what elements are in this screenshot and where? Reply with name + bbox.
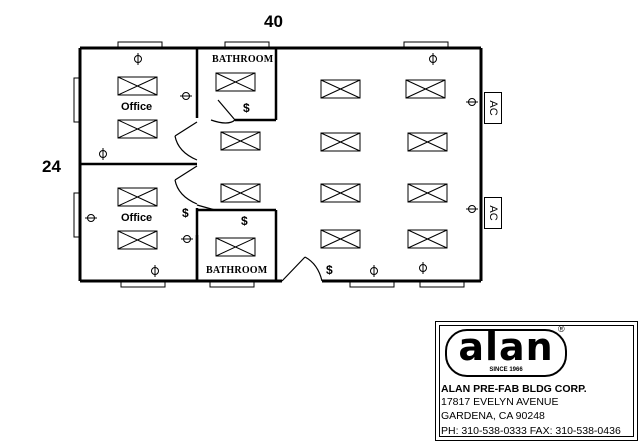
office-top-label: Office — [121, 101, 153, 113]
switch-icon: $ — [182, 206, 189, 220]
switch-icon: $ — [241, 214, 248, 228]
company-address-line1: 17817 EVELYN AVENUE — [441, 396, 559, 408]
company-name: ALAN PRE-FAB BLDG CORP. — [441, 383, 587, 395]
windows — [73, 41, 465, 288]
bathroom-top-label: BATHROOM — [212, 54, 274, 65]
company-address-line2: GARDENA, CA 90248 — [441, 410, 545, 422]
door-swings — [174, 99, 323, 282]
logo-wordmark: alan — [458, 325, 554, 369]
switch-icon: $ — [243, 101, 250, 115]
title-block: alan SINCE 1966 ® ALAN PRE-FAB BLDG CORP… — [435, 321, 638, 441]
ac-lower-label: AC — [487, 205, 499, 221]
title-block-inner-border — [439, 325, 634, 437]
registered-mark: ® — [558, 324, 565, 334]
company-phone-fax: PH: 310-538-0333 FAX: 310-538-0436 — [441, 425, 621, 437]
light-fixtures — [117, 72, 448, 257]
office-bottom-label: Office — [121, 212, 153, 224]
width-dimension: 40 — [264, 12, 283, 31]
bathroom-bottom-label: BATHROOM — [206, 265, 268, 276]
depth-dimension: 24 — [42, 157, 61, 176]
ac-upper-label: AC — [487, 100, 499, 116]
ac-unit-upper: AC — [484, 92, 502, 124]
outlets — [85, 53, 478, 277]
interior-walls — [80, 48, 278, 281]
switch-icon: $ — [326, 263, 333, 277]
company-logo: alan SINCE 1966 — [445, 325, 567, 377]
ac-unit-lower: AC — [484, 197, 502, 229]
logo-since: SINCE 1966 — [489, 367, 523, 373]
